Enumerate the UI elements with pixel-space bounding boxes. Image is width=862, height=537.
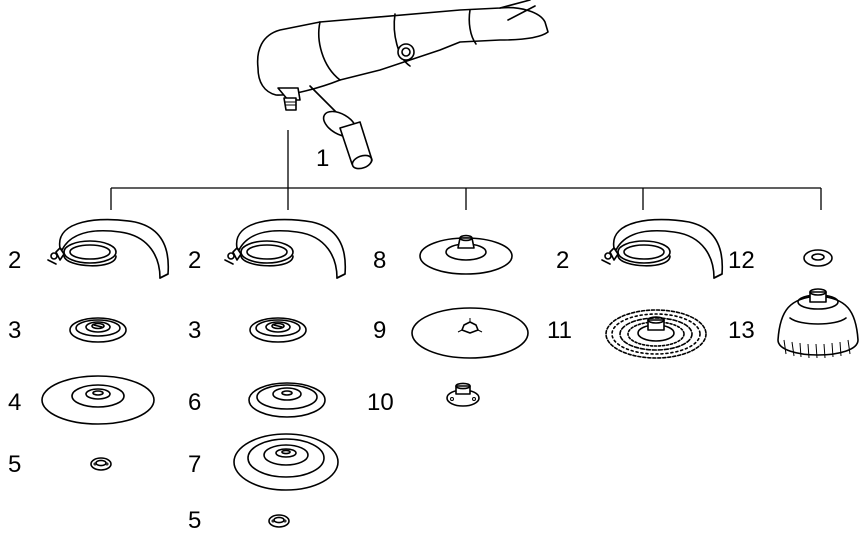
inner-flange — [69, 317, 127, 343]
label-col5-13: 13 — [728, 317, 755, 344]
label-col1-2: 2 — [8, 247, 21, 274]
label-col2-7: 7 — [188, 451, 201, 478]
twist-knot-wire-wheel — [605, 309, 707, 359]
grinding-disc — [233, 433, 339, 491]
wheel-guard — [224, 218, 347, 279]
label-col3-10: 10 — [367, 389, 394, 416]
label-col3-8: 8 — [373, 247, 386, 274]
wire-cup-brush — [777, 288, 859, 359]
grinding-disc — [41, 375, 155, 425]
label-col4-2: 2 — [556, 247, 569, 274]
label-col1-5: 5 — [8, 451, 21, 478]
label-col4-11: 11 — [547, 317, 572, 344]
wheel-guard — [601, 218, 724, 279]
label-col2-5: 5 — [188, 507, 201, 534]
label-col1-4: 4 — [8, 389, 21, 416]
label-1: 1 — [316, 145, 329, 172]
side-handle — [309, 85, 373, 170]
wheel-guard — [47, 218, 170, 279]
sanding-disc — [411, 307, 529, 359]
connector-tree — [110, 130, 822, 210]
rubber-backing-pad — [419, 234, 513, 275]
angle-grinder — [256, 0, 549, 111]
label-col2-6: 6 — [188, 389, 201, 416]
label-col2-3: 3 — [188, 317, 201, 344]
label-col1-3: 3 — [8, 317, 21, 344]
label-col3-9: 9 — [373, 317, 386, 344]
washer — [803, 249, 833, 267]
grinding-disc — [248, 382, 326, 418]
lock-nut — [268, 514, 290, 528]
inner-flange — [249, 317, 307, 343]
clamp-nut — [446, 382, 480, 407]
label-col5-12: 12 — [728, 247, 755, 274]
lock-nut — [90, 457, 112, 471]
label-col2-2: 2 — [188, 247, 201, 274]
